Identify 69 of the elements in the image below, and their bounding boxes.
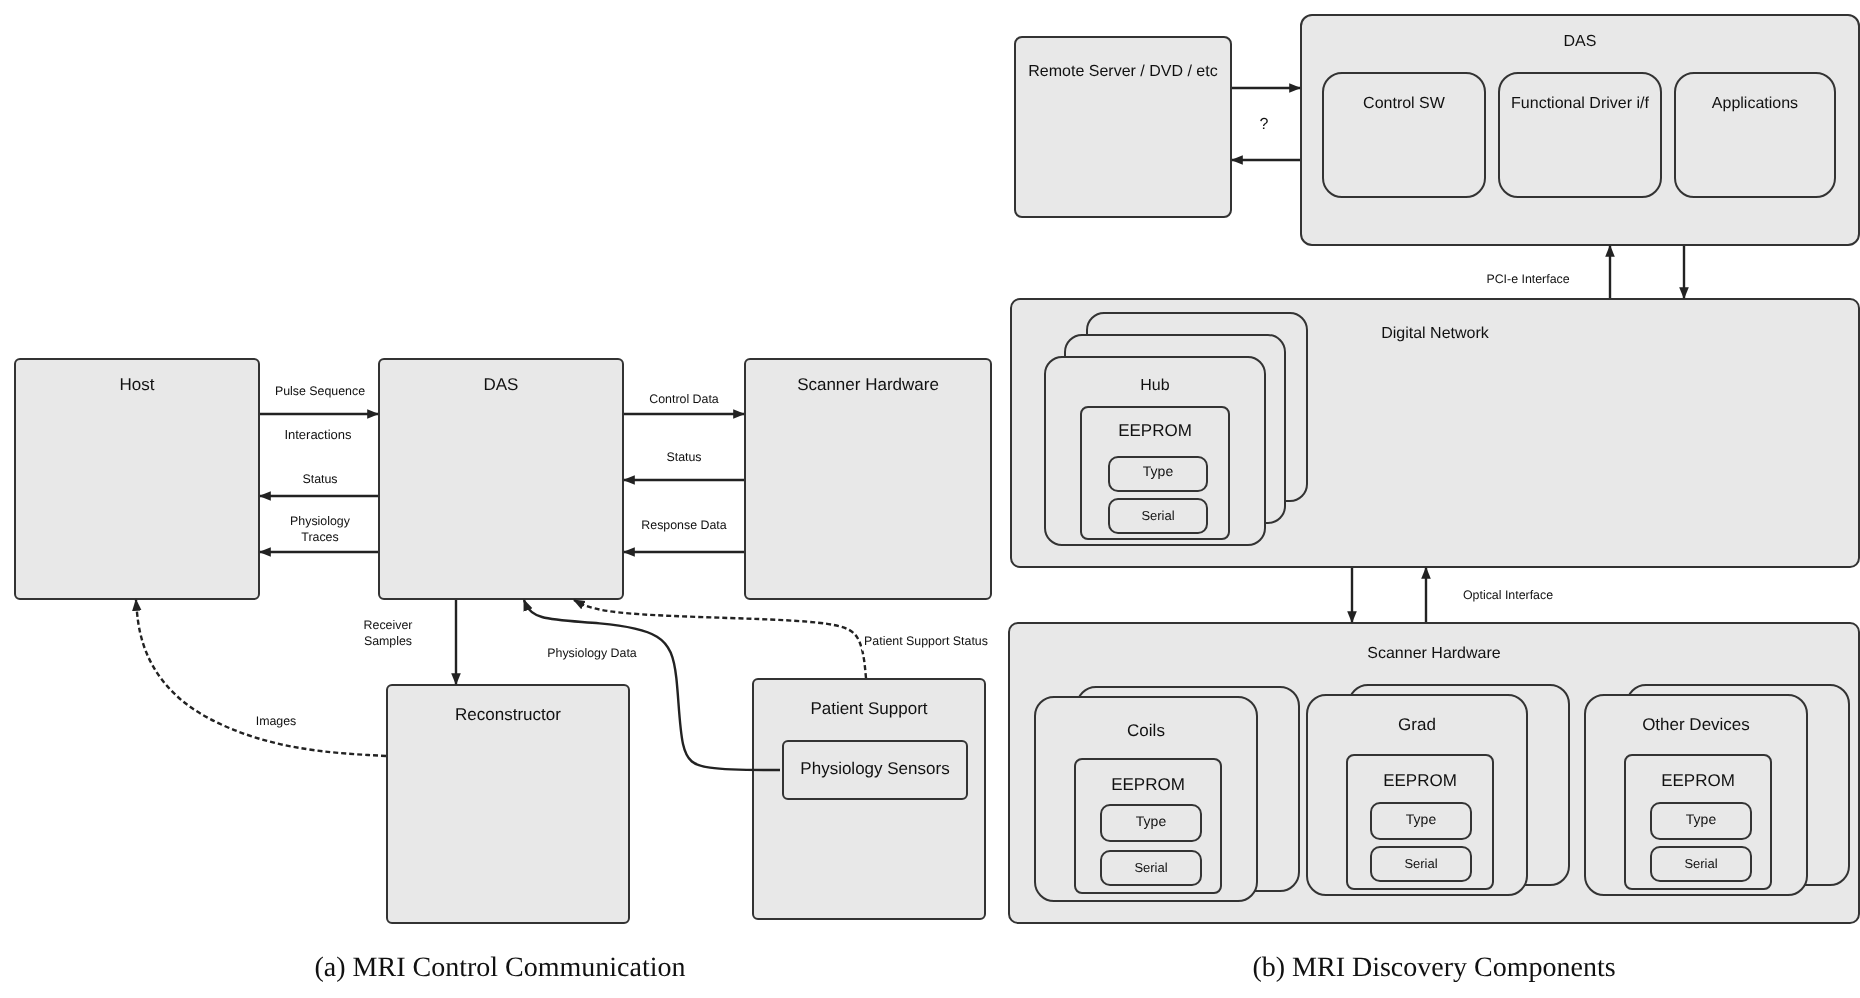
component-box xyxy=(1624,754,1772,890)
component-label: EEPROM xyxy=(1116,422,1194,441)
arrow xyxy=(132,598,387,758)
component-label: Remote Server / DVD / etc xyxy=(1026,62,1220,81)
component-label: Patient Support xyxy=(808,700,930,719)
component-box xyxy=(782,740,968,800)
component-label: DAS xyxy=(481,376,521,395)
component-label: Scanner Hardware xyxy=(1365,644,1503,663)
component-box xyxy=(1650,802,1752,840)
component-box xyxy=(1044,356,1266,546)
arrow xyxy=(1347,568,1357,624)
component-box xyxy=(1370,802,1472,840)
component-box xyxy=(1008,622,1860,924)
component-label: Functional Driver i/f xyxy=(1509,94,1651,113)
arrow xyxy=(622,475,744,485)
component-label: Hub xyxy=(1138,376,1172,395)
component-label: EEPROM xyxy=(1381,772,1459,791)
arrow xyxy=(624,409,746,419)
arrow xyxy=(1605,244,1615,298)
component-box xyxy=(1014,36,1232,218)
component-label: EEPROM xyxy=(1659,772,1737,791)
component-label: EEPROM xyxy=(1109,776,1187,795)
component-label: Coils xyxy=(1125,722,1167,741)
component-label: Control SW xyxy=(1361,94,1447,113)
component-label: Grad xyxy=(1396,716,1438,735)
arrow xyxy=(258,547,378,557)
component-box xyxy=(744,358,992,600)
arrow xyxy=(1230,155,1300,165)
component-box xyxy=(1074,758,1222,894)
component-box xyxy=(1498,72,1662,198)
figure-caption: (a) MRI Control Communication xyxy=(312,954,688,986)
component-box xyxy=(1650,846,1752,882)
arrow xyxy=(258,491,378,501)
component-box xyxy=(752,678,986,920)
component-label: Reconstructor xyxy=(453,706,563,725)
component-label: DAS xyxy=(1561,32,1599,51)
component-box xyxy=(1010,298,1860,568)
component-box xyxy=(14,358,260,600)
arrow xyxy=(522,598,780,772)
component-box xyxy=(1306,694,1528,896)
component-box xyxy=(1080,406,1230,540)
arrow xyxy=(572,598,868,679)
arrow xyxy=(260,409,380,419)
component-box xyxy=(1674,72,1836,198)
arrow xyxy=(1421,566,1431,622)
component-label: Host xyxy=(117,376,157,395)
question-mark-label: ? xyxy=(1257,115,1271,133)
arrow xyxy=(1232,83,1302,93)
component-box xyxy=(1322,72,1486,198)
component-box xyxy=(1584,694,1808,896)
component-box xyxy=(1108,498,1208,534)
arrow xyxy=(1679,246,1689,300)
component-label: Physiology Sensors xyxy=(798,759,952,778)
arrow xyxy=(622,547,744,557)
component-box xyxy=(1100,850,1202,886)
component-box xyxy=(1034,696,1258,902)
component-label: Other Devices xyxy=(1640,716,1752,735)
figure-caption: (b) MRI Discovery Components xyxy=(1250,954,1618,986)
component-label: Applications xyxy=(1709,94,1801,113)
component-box xyxy=(378,358,624,600)
component-box xyxy=(1346,754,1494,890)
component-label: Digital Network xyxy=(1379,324,1491,343)
component-box xyxy=(1370,846,1472,882)
component-box xyxy=(1100,804,1202,842)
arrow xyxy=(451,600,461,686)
component-label: Scanner Hardware xyxy=(795,376,941,395)
component-box xyxy=(1108,456,1208,492)
component-box xyxy=(386,684,630,924)
component-box xyxy=(1300,14,1860,246)
